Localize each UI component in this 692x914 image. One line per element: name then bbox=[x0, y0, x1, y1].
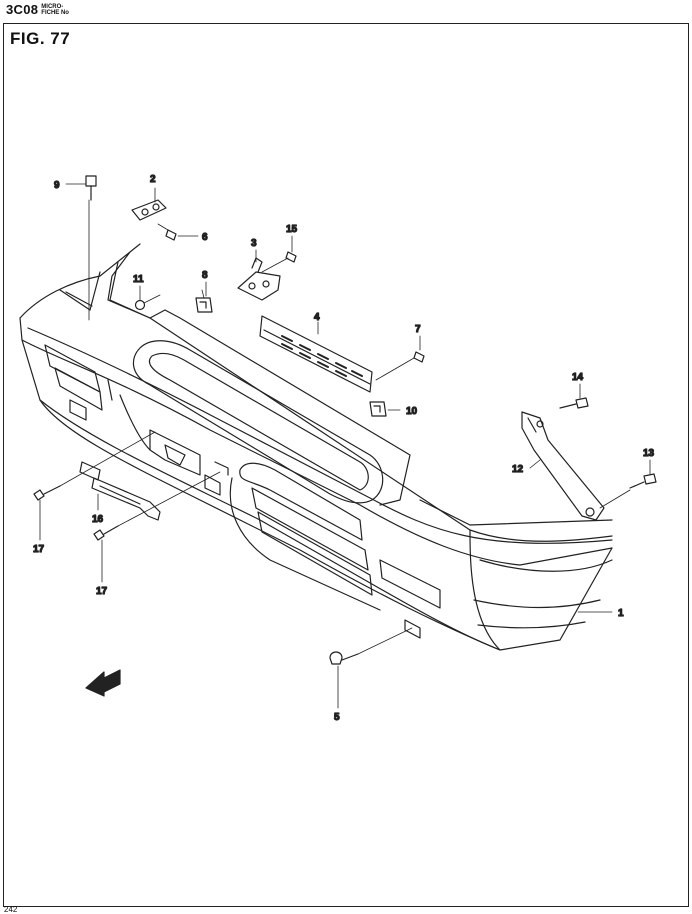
part-5-clip bbox=[329, 627, 413, 665]
callout-12: 12 bbox=[512, 464, 524, 475]
microfiche-label-line1: MICRO- bbox=[41, 4, 64, 10]
callout-17-upper: 17 bbox=[33, 544, 45, 555]
figure-title: FIG. 77 bbox=[10, 29, 71, 48]
callout-10: 10 bbox=[406, 406, 418, 417]
callout-6: 6 bbox=[202, 232, 208, 243]
part-13-bolt bbox=[599, 473, 657, 509]
leader-lines bbox=[39, 183, 651, 709]
callout-8: 8 bbox=[202, 270, 208, 281]
microfiche-label-line2: FICHE No bbox=[41, 10, 69, 16]
part-3-bracket bbox=[237, 257, 281, 301]
callout-4: 4 bbox=[314, 312, 320, 323]
callout-11: 11 bbox=[133, 274, 144, 285]
part-14-bolt bbox=[559, 397, 589, 409]
front-bumper bbox=[19, 243, 613, 651]
part-10-clip bbox=[369, 401, 387, 417]
part-6-screw bbox=[157, 223, 177, 241]
page-number: 242 bbox=[4, 905, 18, 914]
part-16-bracket bbox=[79, 461, 161, 521]
part-11-screw bbox=[134, 294, 161, 311]
callout-5: 5 bbox=[334, 712, 340, 723]
part-12-stay bbox=[521, 411, 605, 521]
part-15-screw bbox=[261, 251, 297, 273]
callout-14: 14 bbox=[572, 372, 584, 383]
callout-2: 2 bbox=[150, 174, 156, 185]
part-9-clip bbox=[85, 175, 97, 321]
figure-frame bbox=[3, 23, 689, 907]
part-17-screw-lower bbox=[93, 471, 221, 541]
callout-15: 15 bbox=[286, 224, 298, 235]
callout-7: 7 bbox=[415, 324, 421, 335]
part-17-screw-upper bbox=[33, 431, 156, 501]
microfiche-header: 3C08 MICRO- FICHE No bbox=[6, 3, 69, 17]
part-8-clip bbox=[195, 289, 213, 313]
callout-13: 13 bbox=[643, 448, 655, 459]
microfiche-code: 3C08 bbox=[6, 2, 39, 17]
front-direction-arrow-icon bbox=[85, 669, 121, 697]
callout-16: 16 bbox=[92, 514, 104, 525]
part-4-reinforcement bbox=[259, 315, 373, 393]
part-2-bracket bbox=[131, 199, 167, 221]
callout-1: 1 bbox=[618, 608, 624, 619]
callout-17-lower: 17 bbox=[96, 586, 108, 597]
callout-9: 9 bbox=[54, 180, 60, 191]
callout-3: 3 bbox=[251, 238, 257, 249]
part-7-screw bbox=[375, 351, 425, 381]
microfiche-label: MICRO- FICHE No bbox=[41, 4, 69, 16]
